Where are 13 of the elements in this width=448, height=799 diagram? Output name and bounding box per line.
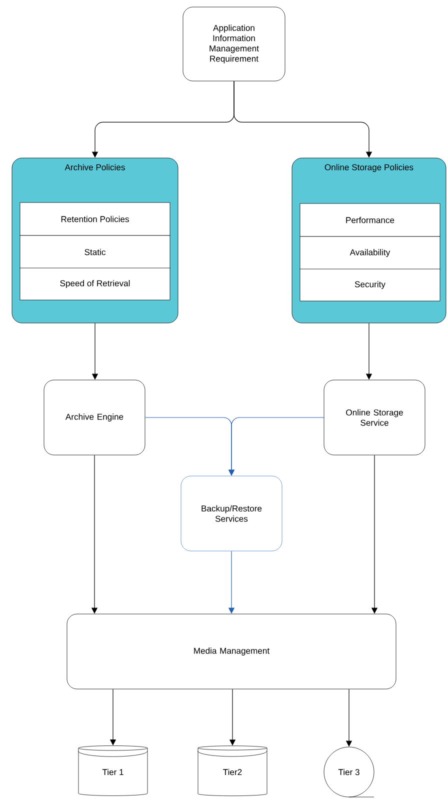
process-box: Online Storage Service <box>324 380 426 456</box>
policy-row: Speed of Retrieval <box>20 268 170 300</box>
policy-row: Security <box>300 268 440 302</box>
policy-row: Availability <box>300 236 440 270</box>
database-cylinder: Tier 1 <box>78 746 148 796</box>
policy-row: Performance <box>300 203 440 237</box>
process-box: Media Management <box>66 614 396 690</box>
policy-row: Static <box>20 235 170 269</box>
process-box: Backup/Restore Services <box>180 476 282 552</box>
process-box: Archive Engine <box>44 380 146 456</box>
process-box: Application Information Management Requirement <box>182 6 286 82</box>
policy-row: Retention Policies <box>20 202 170 236</box>
database-cylinder: Tier2 <box>198 746 268 796</box>
